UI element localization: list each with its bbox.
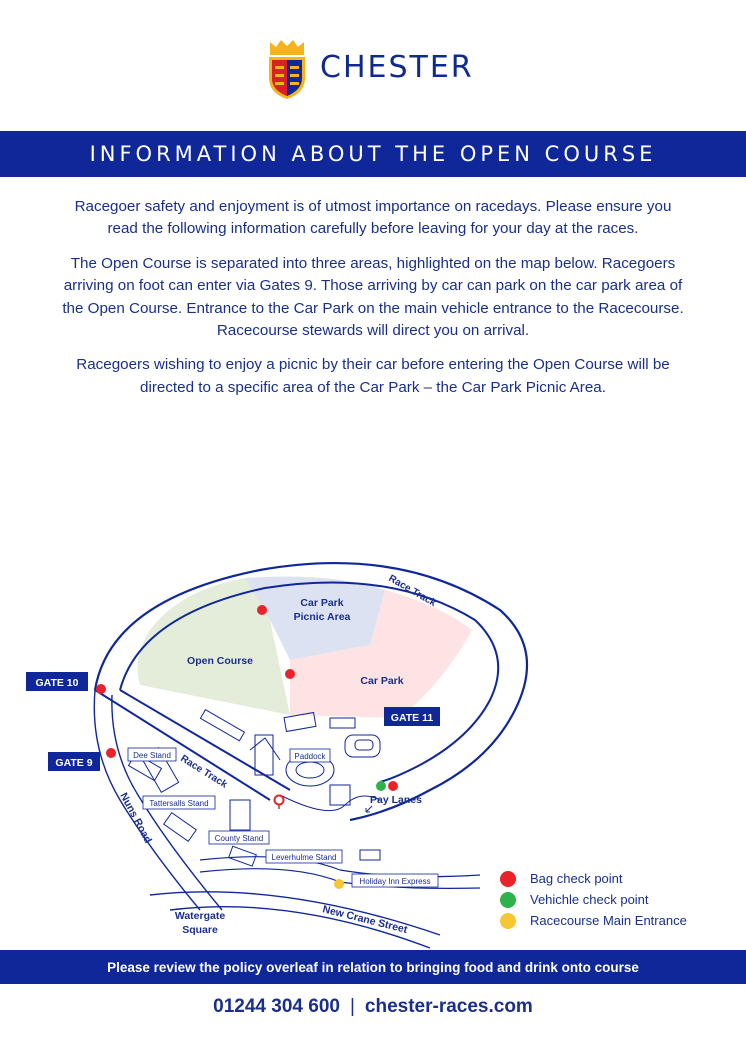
legend-label: Racecourse Main Entrance: [530, 913, 687, 928]
phone-number[interactable]: 01244 304 600: [213, 996, 340, 1017]
legend-label: Bag check point: [530, 871, 623, 886]
location-pin-icon: [273, 794, 285, 809]
main-entrance-point: [334, 879, 344, 889]
course-map: Car Park Picnic Area Open Course Car Par…: [26, 562, 529, 949]
bag-check-point: [257, 605, 267, 615]
race-track-outer: [93, 562, 529, 822]
gate-11-badge: [384, 707, 440, 726]
watergate-square-label: Square: [182, 924, 218, 936]
nuns-road: [93, 689, 223, 911]
bag-check-point: [285, 669, 295, 679]
gate-11-label: GATE 11: [391, 712, 434, 724]
intro-paragraph: The Open Course is separated into three …: [62, 254, 684, 340]
gate-10-label: GATE 10: [36, 677, 79, 689]
picnic-area-label: Car Park: [300, 597, 343, 609]
footer-notice-bar: Please review the policy overleaf in rel…: [0, 950, 746, 984]
watergate-square-label: Watergate: [175, 910, 226, 922]
bag-check-point: [388, 781, 398, 791]
county-stand-box: County Stand: [208, 830, 270, 845]
picnic-area-label: Picnic Area: [294, 611, 351, 623]
holiday-inn-box: Holiday Inn Express: [351, 873, 439, 888]
car-park-area: [290, 590, 472, 718]
vehicle-check-dot-icon: [500, 891, 516, 908]
pay-lanes-label: Pay Lanes: [370, 794, 422, 806]
contact-separator: |: [349, 996, 355, 1017]
chester-crest-icon: [269, 40, 305, 99]
logo-text: CHESTER: [320, 50, 474, 85]
contact-line: 01244 304 600 | chester-races.com: [0, 996, 746, 1018]
footer-notice: Please review the policy overleaf in rel…: [107, 959, 639, 975]
paddock-label: Paddock: [294, 752, 326, 761]
paddock-box: Paddock: [289, 748, 331, 763]
race-track-inner: [119, 581, 500, 783]
legend-item: Vehichle check point: [500, 889, 687, 910]
new-crane-street: [149, 891, 441, 949]
pay-lanes-arrow-icon: [365, 805, 373, 813]
vehicle-check-point: [376, 781, 386, 791]
race-track-straight: [94, 689, 291, 801]
tattersalls-stand-box: Tattersalls Stand: [142, 795, 216, 810]
bag-check-point: [96, 684, 106, 694]
leverhulme-stand-box: Leverhulme Stand: [265, 849, 343, 864]
county-stand-label: County Stand: [215, 834, 263, 843]
intro-paragraph: Racegoer safety and enjoyment is of utmo…: [74, 198, 672, 238]
intro-text: Racegoer safety and enjoyment is of utmo…: [60, 196, 686, 411]
car-park-label: Car Park: [360, 675, 403, 687]
website-link[interactable]: chester-races.com: [364, 996, 533, 1017]
legend-label: Vehichle check point: [530, 892, 649, 907]
main-entrance-dot-icon: [500, 912, 516, 929]
page-title: INFORMATION ABOUT THE OPEN COURSE: [89, 142, 657, 166]
legend-item: Bag check point: [500, 868, 687, 889]
holiday-inn-label: Holiday Inn Express: [359, 877, 430, 886]
header: CHESTER: [0, 0, 746, 130]
gate-10-badge: [26, 672, 88, 691]
dee-stand-label: Dee Stand: [133, 751, 171, 760]
intro-paragraph: Racegoers wishing to enjoy a picnic by t…: [76, 356, 670, 396]
tattersalls-stand-label: Tattersalls Stand: [149, 799, 208, 808]
gate-9-badge: [48, 752, 100, 771]
buildings: [127, 708, 381, 867]
map-legend: Bag check point Vehichle check point Rac…: [500, 868, 687, 931]
title-banner: INFORMATION ABOUT THE OPEN COURSE: [0, 131, 746, 177]
gate-9-label: GATE 9: [55, 757, 92, 769]
bag-check-dot-icon: [500, 870, 516, 887]
bag-check-point: [106, 748, 116, 758]
open-course-area: [137, 578, 290, 715]
leverhulme-stand-label: Leverhulme Stand: [272, 853, 337, 862]
picnic-area: [245, 576, 385, 660]
legend-item: Racecourse Main Entrance: [500, 910, 687, 931]
open-course-label: Open Course: [187, 655, 253, 667]
dee-stand-box: Dee Stand: [127, 747, 177, 762]
